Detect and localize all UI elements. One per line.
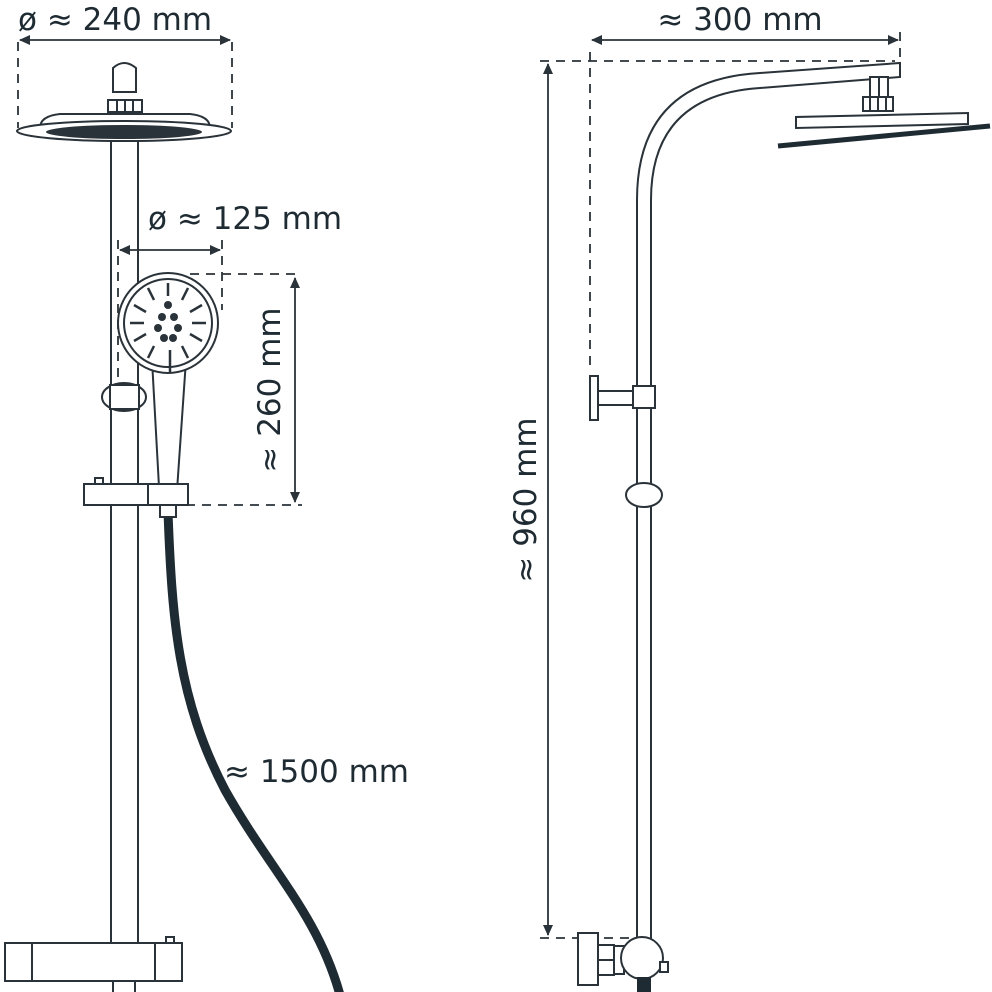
hose-length-label: ≈ 1500 mm xyxy=(224,754,409,790)
rain-head-diameter-label: ø ≈ 240 mm xyxy=(18,2,212,38)
hand-shower-diameter-label: ø ≈ 125 mm xyxy=(148,201,342,237)
rain-shower-head-side xyxy=(777,76,991,149)
total-height-label: ≈ 960 mm xyxy=(508,417,544,582)
shower-pole xyxy=(110,137,139,947)
arm-reach-label: ≈ 300 mm xyxy=(657,2,822,38)
overhead-arm-pole xyxy=(636,61,901,946)
thermostat-side xyxy=(577,932,669,992)
hand-shower-holder xyxy=(83,477,189,518)
pole-slider-side xyxy=(625,482,663,508)
wall-bracket xyxy=(589,375,656,421)
hand-shower-length-dimension: ≈ 260 mm xyxy=(170,273,302,506)
pole-slider xyxy=(101,382,147,412)
shower-hose xyxy=(163,511,344,992)
hand-shower-length-label: ≈ 260 mm xyxy=(252,307,288,472)
rain-shower-head xyxy=(16,62,232,142)
side-view: ≈ 300 mm ≈ 960 mm xyxy=(508,2,991,992)
arm-reach-dimension: ≈ 300 mm xyxy=(591,2,901,58)
rain-head-diameter-dimension: ø ≈ 240 mm xyxy=(17,2,233,128)
total-height-dimension: ≈ 960 mm xyxy=(508,52,895,939)
hand-shower xyxy=(117,272,219,506)
thermostat-mixer xyxy=(4,936,183,992)
front-view: ø ≈ 240 mm ø ≈ 125 mm ≈ 260 mm xyxy=(4,2,409,992)
